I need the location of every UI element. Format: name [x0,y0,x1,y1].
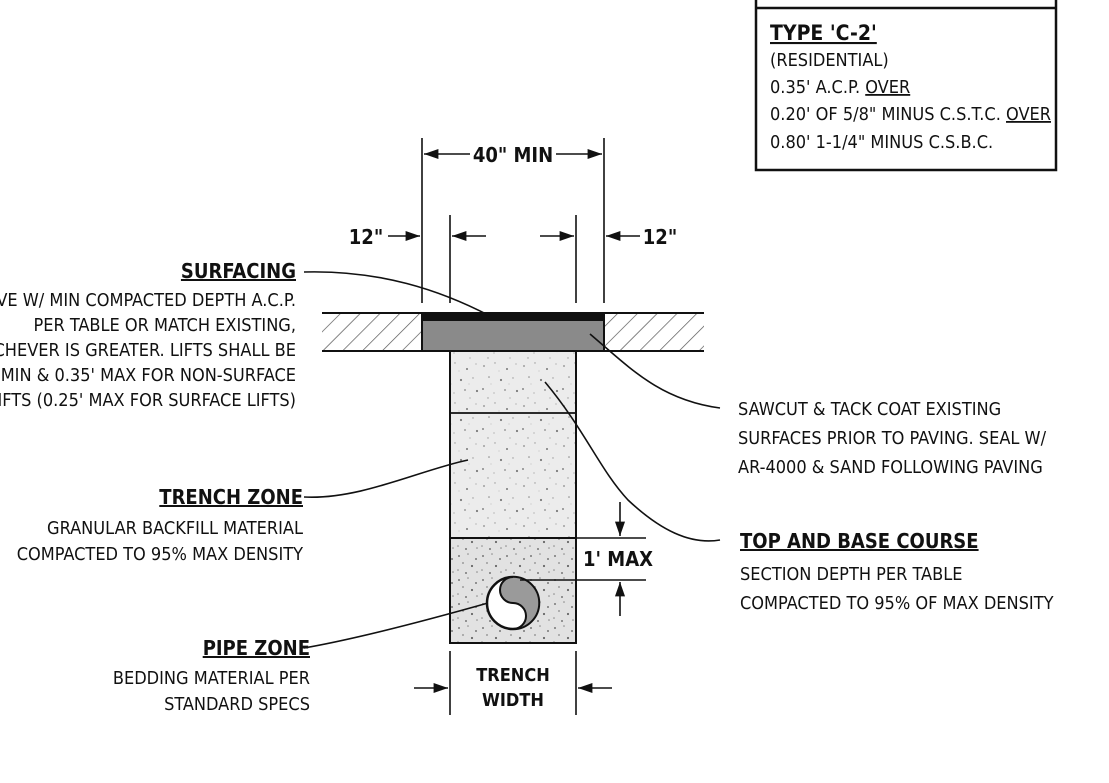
surfacing-line-1: PAVE W/ MIN COMPACTED DEPTH A.C.P. [0,290,296,311]
trench-zone-line-1: GRANULAR BACKFILL MATERIAL [47,518,303,539]
top-base-heading: TOP AND BASE COURSE [740,529,979,553]
table-subtitle: (RESIDENTIAL) [770,50,889,71]
dim-left-offset: 12" [349,225,383,249]
dim-trench-width-line1: TRENCH [476,665,550,686]
sawcut-line-1: SAWCUT & TACK COAT EXISTING [738,399,1001,420]
acp-surface-patch [421,312,605,352]
callout-pipe-zone: PIPE ZONE BEDDING MATERIAL PER STANDARD … [113,636,310,715]
table-title: TYPE 'C-2' [770,21,877,45]
top-base-line-1: SECTION DEPTH PER TABLE [740,564,962,585]
extension-lines [421,138,646,715]
dim-right-offset: 12" [643,225,677,249]
surfacing-line-4: 0.15' MIN & 0.35' MAX FOR NON-SURFACE [0,365,296,386]
surfacing-heading: SURFACING [181,259,296,283]
sawcut-line-3: AR-4000 & SAND FOLLOWING PAVING [738,457,1043,478]
callout-top-base-course: TOP AND BASE COURSE SECTION DEPTH PER TA… [740,529,1054,614]
dim-top-width: 40" MIN [473,143,553,167]
dim-trench-width-line2: WIDTH [482,690,544,711]
pavement-section-table: TYPE 'C-2' (RESIDENTIAL) 0.35' A.C.P. OV… [754,0,1058,172]
table-line-2: 0.20' OF 5/8" MINUS C.S.T.C. OVER [770,104,1051,125]
pipe-zone-heading: PIPE ZONE [203,636,310,660]
surfacing-line-2: PER TABLE OR MATCH EXISTING, [33,315,296,336]
pipe-zone-line-2: STANDARD SPECS [164,694,310,715]
sawcut-line-2: SURFACES PRIOR TO PAVING. SEAL W/ [738,428,1047,449]
pipe-symbol [485,575,541,631]
callout-sawcut: SAWCUT & TACK COAT EXISTING SURFACES PRI… [738,399,1047,478]
surfacing-line-5: LIFTS (0.25' MAX FOR SURFACE LIFTS) [0,390,296,411]
table-line-1: 0.35' A.C.P. OVER [770,77,910,98]
dimension-arrows [388,148,640,694]
trench-zone-heading: TRENCH ZONE [159,485,303,509]
dim-pipe-cover: 1' MAX [583,547,653,571]
callout-trench-zone: TRENCH ZONE GRANULAR BACKFILL MATERIAL C… [17,485,303,565]
table-line-3: 0.80' 1-1/4" MINUS C.S.B.C. [770,132,993,153]
leader-lines [303,271,721,649]
trench-zone-line-2: COMPACTED TO 95% MAX DENSITY [17,544,303,565]
callout-surfacing: SURFACING PAVE W/ MIN COMPACTED DEPTH A.… [0,259,296,411]
top-base-line-2: COMPACTED TO 95% OF MAX DENSITY [740,593,1054,614]
pipe-zone-line-1: BEDDING MATERIAL PER [113,668,310,689]
existing-pavement [322,312,704,352]
surfacing-line-3: WHICHEVER IS GREATER. LIFTS SHALL BE [0,340,296,361]
